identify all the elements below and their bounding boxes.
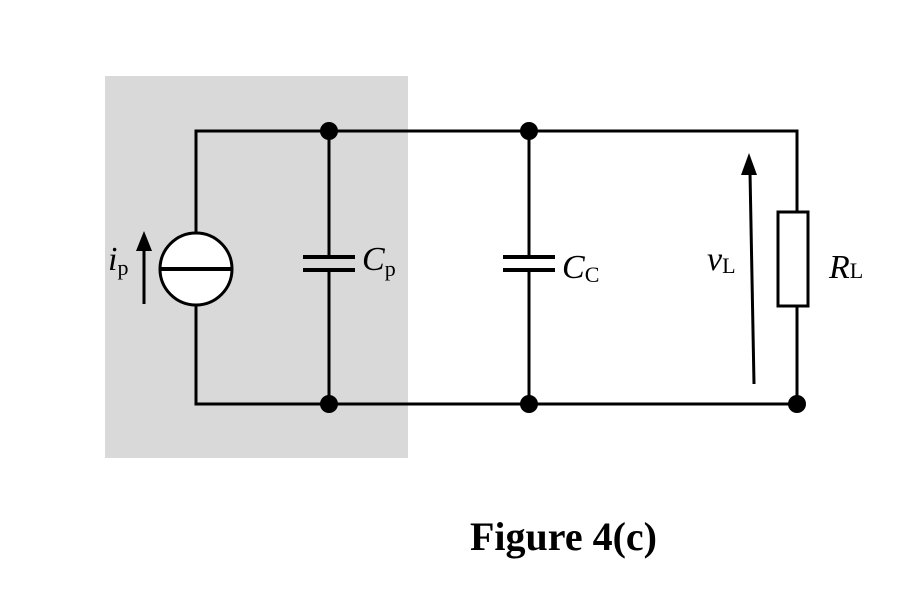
junction-dot [788,395,806,413]
junction-dot [320,122,338,140]
label-ip: ip [108,241,128,280]
junction-dot [520,122,538,140]
label-cp: Cp [362,241,396,281]
resistor-rl [776,210,810,308]
label-cc: CC [562,249,599,287]
capacitor-cp [303,255,355,272]
voltage-arrow [741,153,757,385]
label-rl: RL [828,249,863,286]
label-vl: vL [707,241,736,278]
figure-caption: Figure 4(c) [470,514,657,559]
current-arrow-head [136,231,152,251]
junction-dots [320,122,806,413]
voltage-arrow-head [741,153,757,175]
wires [194,129,799,406]
junction-dot [520,395,538,413]
current-arrow [136,231,152,304]
junction-dot [320,395,338,413]
capacitor-cc [503,255,555,272]
shaded-region [105,76,408,458]
current-source [158,231,234,307]
